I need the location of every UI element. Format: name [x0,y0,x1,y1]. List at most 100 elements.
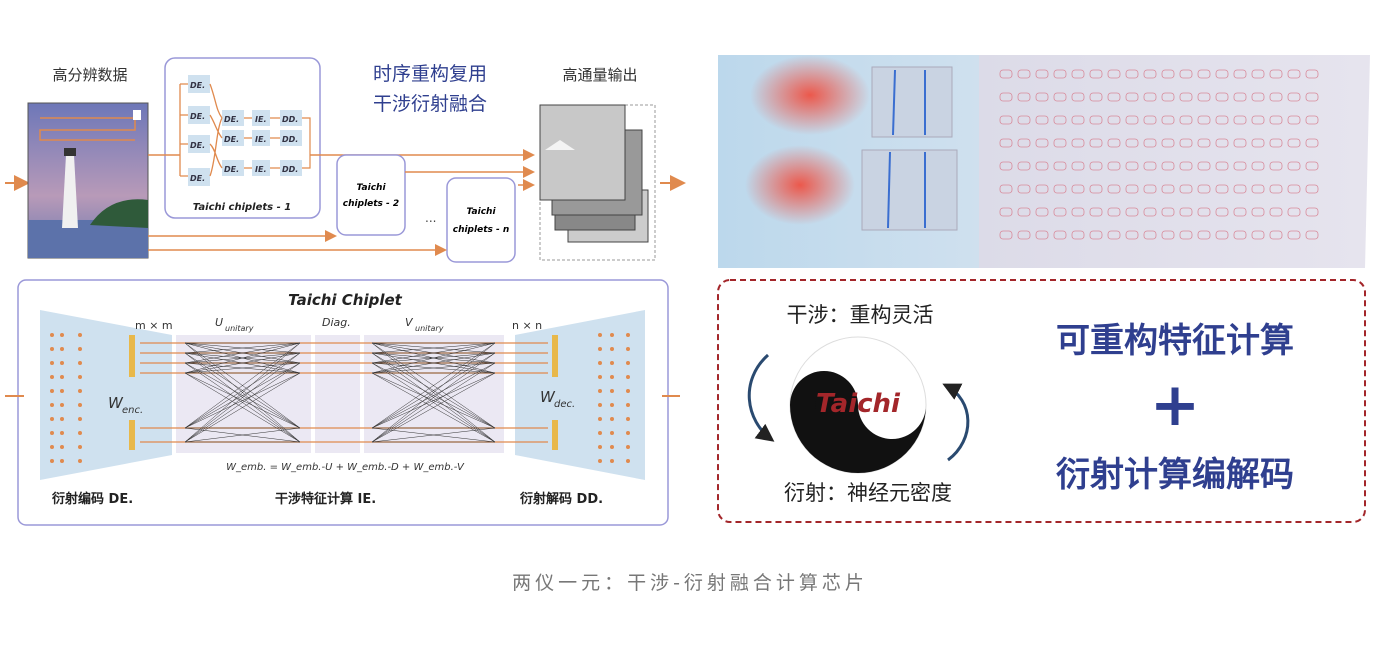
decor [1215,92,1229,102]
heading-line2: 干涉衍射融合 [373,93,487,115]
decor [1053,115,1067,125]
decor [1179,69,1193,79]
decor [1233,115,1247,125]
decor [610,347,614,351]
decor [1251,69,1265,79]
decor [1071,230,1085,240]
right-line1: 可重构特征计算 [1056,321,1294,361]
ellipsis: ... [425,211,436,225]
decor [1179,138,1193,148]
decor [50,445,54,449]
decor [1287,92,1301,102]
decor [184,342,301,429]
decor [626,403,630,407]
decor [1071,69,1085,79]
decor [1089,69,1103,79]
decor [50,333,54,337]
decor [1107,138,1121,148]
decor [184,362,301,443]
decor [184,362,301,429]
decor [1071,92,1085,102]
decor [598,347,602,351]
decor [1215,207,1229,217]
svg-text:DD.: DD. [282,135,298,144]
svg-text:DE.: DE. [190,141,205,150]
decor [1287,207,1301,217]
decor [1035,69,1049,79]
decor [1305,161,1319,171]
decor [610,431,614,435]
decor [1017,161,1031,171]
decor [1251,184,1265,194]
decor [1287,138,1301,148]
decor [50,389,54,393]
decor [184,352,301,374]
decor [598,431,602,435]
decor [184,352,301,443]
decor [1305,207,1319,217]
decor [1197,184,1211,194]
decor [626,333,630,337]
decor [78,333,82,337]
decor [1089,207,1103,217]
summary-box: 干涉：重构灵活 衍射：神经元密度 Taichi 可重构特征计算 + 衍射计算编解… [717,279,1366,523]
svg-text:dec.: dec. [554,399,575,410]
decor [184,342,301,364]
decor [50,417,54,421]
svg-text:IE.: IE. [255,135,266,144]
decor [1269,92,1283,102]
decor [60,361,64,365]
label-ie: 干涉特征计算 IE. [275,491,376,507]
decor [1161,115,1175,125]
svg-text:DE.: DE. [190,112,205,121]
output-images [539,104,656,261]
decor [371,342,496,374]
decor [1287,184,1301,194]
interference-label: 干涉：重构灵活 [787,303,934,327]
lighthouse-image [27,102,149,259]
decor [371,342,496,354]
decor [1125,230,1139,240]
decor [1053,207,1067,217]
decor [1107,184,1121,194]
decor [1233,138,1247,148]
decor [999,92,1013,102]
decor [50,431,54,435]
decor [184,372,301,443]
chiplet-1-box: DE.DE.DE.DE. DE.DE.DE. IE.IE.IE. DD.DD.D… [164,57,321,219]
decor [1179,230,1193,240]
decor [1053,230,1067,240]
decor [1215,138,1229,148]
decor [371,342,496,364]
right-line2: 衍射计算编解码 [1056,455,1294,495]
decor [1143,115,1157,125]
decor [1179,92,1193,102]
decor [626,417,630,421]
svg-text:m × m: m × m [135,319,173,332]
decor [1305,69,1319,79]
decor [1233,184,1247,194]
decor [1107,161,1121,171]
label-de: 衍射编码 DE. [51,491,133,507]
decor [60,347,64,351]
svg-text:W: W [108,394,124,412]
decor [999,184,1013,194]
svg-text:Taichi: Taichi [816,389,901,419]
decor [1269,184,1283,194]
decor [1215,69,1229,79]
decor [999,138,1013,148]
decor [184,342,301,374]
decor [1125,92,1139,102]
decor [1179,207,1193,217]
svg-text:chiplets - 2: chiplets - 2 [343,199,399,209]
decor [1197,115,1211,125]
decor [1017,230,1031,240]
decor [598,445,602,449]
decor [1305,115,1319,125]
decor [598,375,602,379]
output-label: 高通量输出 [562,66,637,84]
decor [610,445,614,449]
decor [1089,230,1103,240]
decor [371,372,496,429]
decor [184,372,301,429]
